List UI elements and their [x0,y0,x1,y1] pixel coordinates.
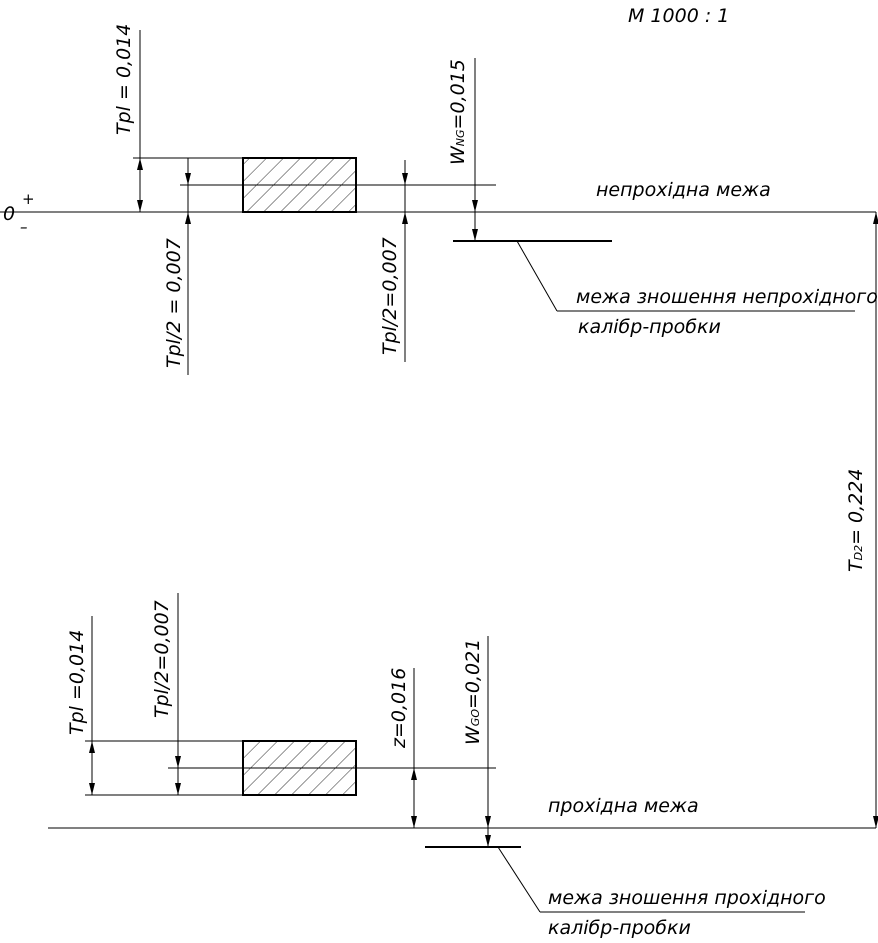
tpl-half-top-right-label: Tpl/2=0,007 [379,237,401,355]
total-tolerance-label: TD2= 0,224 [845,469,867,572]
go-wear-leader [497,846,541,913]
go-limit-label: прохідна межа [548,795,699,817]
go-wear-label-2: калібр-пробки [548,917,691,939]
z-label: z=0,016 [388,668,410,749]
zero-line-group: 0 + – [0,190,876,236]
no-go-wear-label-1: межа зношення непрохідного [576,286,878,308]
no-go-limit-label: непрохідна межа [596,179,771,201]
tpl-bottom-label: Tpl =0,014 [66,630,88,735]
zero-label: 0 [3,203,15,225]
tpl-half-bottom-label: Tpl/2=0,007 [151,600,173,718]
total-tolerance-group: TD2= 0,224 [845,212,878,828]
tpl-top-label: Tpl = 0,014 [113,24,135,135]
go-wear-label-1: межа зношення прохідного [548,887,826,909]
wear-ng-label: WNG=0,015 [447,59,469,165]
no-go-wear-label-2: калібр-пробки [578,316,721,338]
plus-sign: + [22,190,35,208]
go-gauge-group: Tpl =0,014 Tpl/2=0,007 z=0,016 WGO=0,021… [48,593,876,939]
no-go-wear-leader [516,240,558,312]
wear-go-label: WGO=0,021 [462,639,484,745]
scale-label: М 1000 : 1 [628,5,729,27]
no-go-gauge-group: Tpl = 0,014 Tpl/2 = 0,007 Tpl/2=0,007 WN… [113,24,878,375]
minus-sign: – [20,218,28,236]
tpl-half-top-left-label: Tpl/2 = 0,007 [163,238,185,368]
